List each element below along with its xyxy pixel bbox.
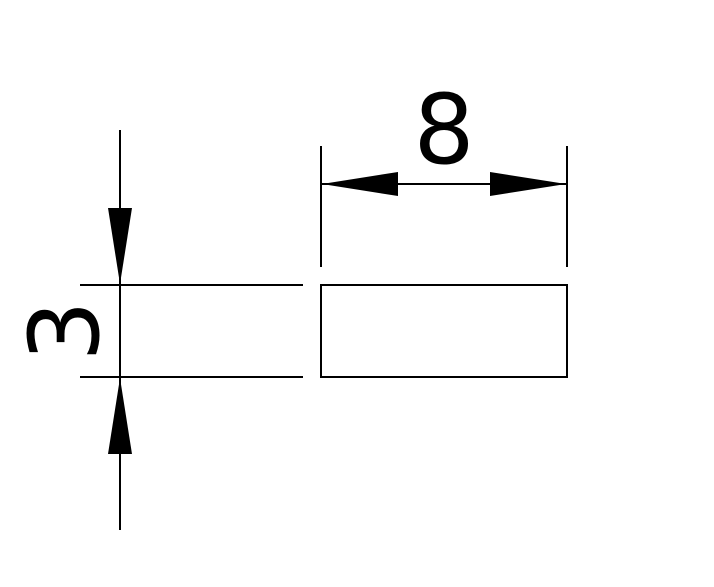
height-dimension-label: 3 <box>9 300 121 361</box>
width-arrow-left <box>322 172 398 196</box>
part-outline <box>320 284 568 378</box>
width-dimension-label: 8 <box>413 74 474 186</box>
height-arrow-top <box>108 208 132 284</box>
height-arrow-bottom <box>108 378 132 454</box>
width-arrow-right <box>490 172 566 196</box>
